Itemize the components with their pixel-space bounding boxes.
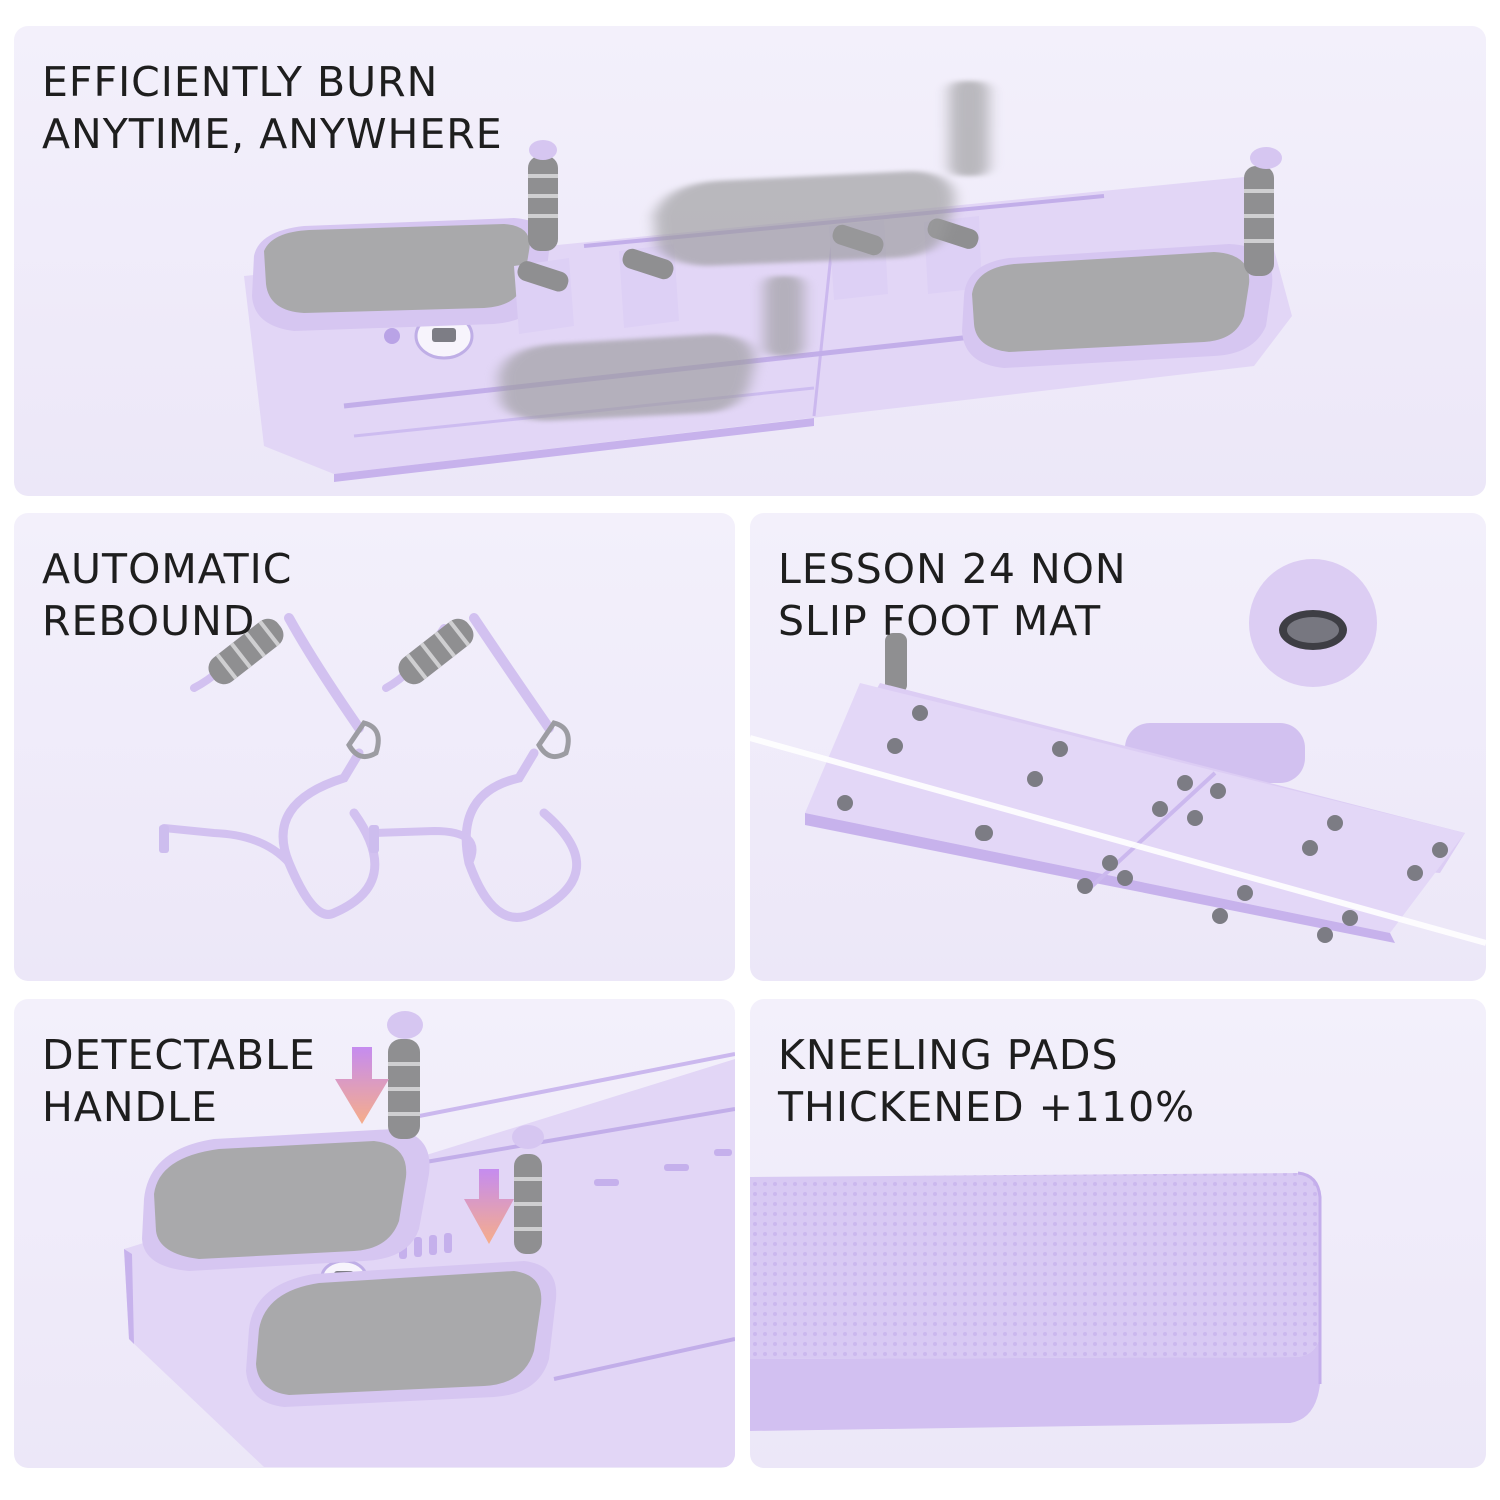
panel-efficiently-burn: EFFICIENTLY BURN ANYTIME, ANYWHERE [14,26,1486,496]
title-line-2: REBOUND [42,597,256,645]
panel-automatic-rebound: AUTOMATIC REBOUND [14,513,735,981]
title-line-1: AUTOMATIC [42,545,293,593]
detachable-handle-image [124,1011,735,1467]
panel-title: KNEELING PADS THICKENED +110% [778,1029,1195,1133]
panel-title: AUTOMATIC REBOUND [42,543,292,647]
kneeling-pad-image [750,1171,1322,1431]
board-underside-image [750,559,1486,946]
panel-title: DETECTABLE HANDLE [42,1029,316,1133]
title-line-1: EFFICIENTLY BURN [42,58,439,106]
title-line-2: ANYTIME, ANYWHERE [42,110,503,158]
resistance-bands-image [159,613,582,922]
title-line-2: HANDLE [42,1083,218,1131]
panel-title: EFFICIENTLY BURN ANYTIME, ANYWHERE [42,56,503,160]
panel-detectable-handle: DETECTABLE HANDLE [14,999,735,1468]
pushup-board-motion-image [244,81,1292,482]
title-line-1: DETECTABLE [42,1031,316,1079]
down-arrow-icon [335,1047,389,1124]
panel-kneeling-pads: KNEELING PADS THICKENED +110% [750,999,1486,1468]
title-line-2: SLIP FOOT MAT [778,597,1102,645]
panel-title: LESSON 24 NON SLIP FOOT MAT [778,543,1127,647]
title-line-1: LESSON 24 NON [778,545,1127,593]
title-line-2: THICKENED +110% [778,1083,1196,1131]
title-line-1: KNEELING PADS [778,1031,1119,1079]
panel-non-slip-foot-mat: LESSON 24 NON SLIP FOOT MAT [750,513,1486,981]
down-arrow-icon [464,1169,514,1244]
